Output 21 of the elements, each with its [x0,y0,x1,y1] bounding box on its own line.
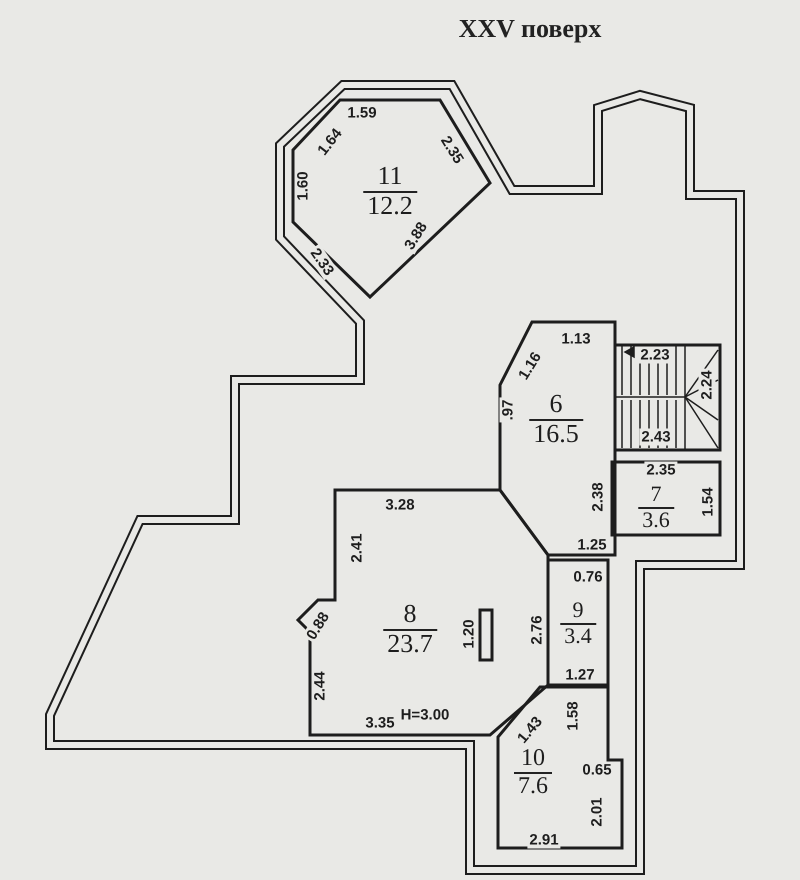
room-number: 7 [650,483,662,507]
room-number: 6 [548,391,564,419]
room-outline [293,100,490,297]
room-area: 7.6 [514,774,552,800]
dimension-label: 2.91 [527,832,561,848]
room-area: 3.4 [560,625,596,649]
dimension-label: 2.23 [638,346,672,364]
room-number: 10 [520,746,546,772]
room-area: 3.6 [638,509,674,533]
room-area: 16.5 [529,421,583,449]
room-area: 23.7 [383,631,437,659]
room-outline [612,462,720,535]
room-outline [548,560,608,685]
room-number: 8 [402,601,418,629]
dimension-label: 2.43 [639,428,673,446]
room-outline [498,687,622,848]
floor-title: XXV поверх [458,14,602,44]
dimension-label: 2.24 [698,368,716,402]
room-number: 11 [376,163,404,191]
room-outline [500,322,615,555]
room-number: 9 [572,599,584,623]
